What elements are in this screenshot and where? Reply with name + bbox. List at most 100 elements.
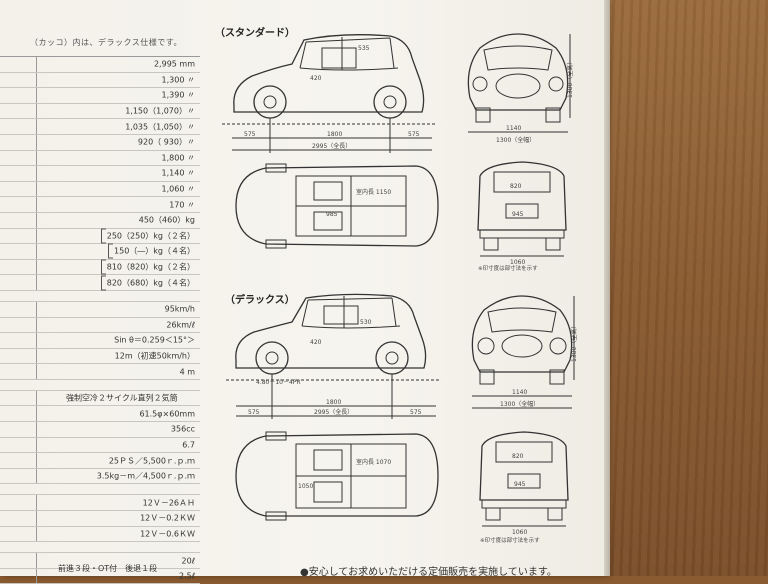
spec-row: 1,390 〃 (0, 88, 200, 104)
spec-divider (36, 119, 37, 134)
spec-divider (36, 511, 37, 526)
spec-row: 150（―）kg（４名） (0, 243, 200, 260)
transmission-text: 前進３段・OT付 後退１段 (58, 564, 158, 573)
spec-divider (36, 468, 37, 484)
standard-top-view: 室内長 1150 985 (235, 163, 439, 249)
spec-gap (0, 291, 200, 302)
spec-value: 1,390 〃 (161, 90, 195, 100)
dlx-overhang-front: 575 (248, 409, 260, 416)
spec-value: 920（ 930）〃 (137, 137, 195, 147)
spec-divider (36, 437, 37, 453)
spec-value: 1,140 〃 (161, 168, 195, 178)
spec-value: 20ℓ (181, 556, 195, 566)
spec-divider (36, 422, 37, 437)
dlx-overhang-rear: 575 (410, 409, 422, 416)
dlx-tire-dim: 4.80－10－4PR (256, 379, 301, 386)
dlx-seat-dim: 530 (360, 319, 372, 326)
std-length: 2995（全長） (312, 142, 351, 150)
spec-row: 6.7 (0, 437, 200, 454)
standard-front-view: 1140 1300（全幅） 1380（全高） (467, 33, 574, 144)
std-tread-front: 1140 (506, 125, 521, 132)
spec-row: 1,035（1,050）〃 (0, 119, 200, 135)
std-420-dim: 420 (310, 75, 322, 82)
spec-value: 810（820）kg（２名） (100, 259, 195, 275)
std-seat-dim: 535 (358, 45, 370, 52)
spec-divider (36, 228, 37, 244)
std-overhang-front: 575 (244, 131, 256, 138)
spec-divider (36, 364, 37, 379)
deluxe-top-view: 室内長 1070 1050 (235, 431, 439, 521)
spec-row: Sin θ＝0.259＜15°＞ (0, 333, 200, 349)
spec-divider (36, 301, 37, 317)
std-overhang-rear: 575 (408, 131, 420, 138)
dlx-height: 1380（全高） (570, 323, 578, 362)
std-945-dim: 945 (512, 211, 524, 218)
spec-divider (36, 88, 37, 103)
spec-row: 20ℓ (0, 553, 200, 569)
spec-divider (36, 568, 37, 584)
spec-divider (36, 212, 37, 228)
spec-value: 356cc (170, 424, 195, 434)
spec-value: 12Ｖ－0.6ＫＷ (140, 529, 195, 539)
dlx-tread-rear: 1060 (512, 529, 527, 536)
std-tread-rear: 1060 (510, 259, 525, 266)
spec-divider (36, 72, 37, 88)
spec-divider (36, 134, 37, 150)
spec-divider (36, 453, 37, 468)
spec-row: 12Ｖ－26ＡＨ (0, 495, 200, 512)
spec-value: 250（250）kg（２名） (100, 228, 195, 244)
spec-divider (36, 317, 37, 333)
spec-value: 1,035（1,050）〃 (125, 122, 195, 132)
spec-divider (36, 166, 37, 181)
spec-value: 1,150（1,070）〃 (125, 106, 195, 116)
spec-value: 4 m (179, 367, 195, 377)
std-caption: ※印寸度は部寸法を示す (478, 266, 538, 272)
spec-row: 4 m (0, 364, 200, 380)
dlx-tread-front: 1140 (512, 389, 527, 396)
spec-value: 150（―）kg（４名） (108, 243, 195, 259)
spec-value: 12Ｖ－0.2ＫＷ (140, 513, 195, 523)
spec-divider (36, 244, 37, 259)
spec-divider (36, 348, 37, 364)
std-width: 1300（全幅） (496, 136, 535, 144)
std-985-dim: 985 (326, 211, 338, 218)
dlx-interior-len: 室内長 1070 (356, 458, 391, 466)
std-height: 1380（全高） (566, 59, 574, 98)
spec-value: 170 〃 (169, 200, 195, 210)
spec-value: 強制空冷２サイクル直列２気筒 (66, 393, 178, 403)
spec-row: 820（680）kg（４名） (0, 275, 200, 291)
bottom-notice: ●安心してお求めいただける定価販売を実施しています。 (300, 567, 557, 578)
spec-row: 25ＰＳ／5,500ｒ.ｐ.ｍ (0, 453, 200, 469)
spec-row: 2,995 mm (0, 57, 200, 73)
spec-value: 95km/h (164, 304, 195, 314)
spec-value: 450（460）kg (138, 215, 195, 225)
spec-row: 1,150（1,070）〃 (0, 103, 200, 120)
dlx-width: 1300（全幅） (500, 400, 539, 408)
spec-row: 1,800 〃 (0, 150, 200, 167)
spec-row: 170 〃 (0, 197, 200, 213)
spec-value: 3.5kg－m／4,500ｒ.ｐ.ｍ (96, 471, 195, 481)
spec-row: 250（250）kg（２名） (0, 228, 200, 245)
spec-gap (0, 380, 200, 391)
standard-side-view: 1800 2995（全長） 575 575 535 420 (222, 34, 437, 153)
spec-row: 95km/h (0, 301, 200, 318)
spec-row: 1,300 〃 (0, 72, 200, 89)
spec-row: 450（460）kg (0, 212, 200, 229)
std-820-dim: 820 (510, 183, 522, 190)
spec-row: 26km/ℓ (0, 317, 200, 334)
section-standard-title: （スタンダード） (215, 28, 295, 39)
spec-divider (36, 495, 37, 511)
spec-row: 810（820）kg（２名） (0, 259, 200, 276)
spec-row: 12Ｖ－0.6ＫＷ (0, 526, 200, 543)
dlx-420-dim: 420 (310, 339, 322, 346)
spec-divider (36, 390, 37, 406)
spec-divider (36, 57, 37, 72)
dlx-1050-dim: 1050 (298, 483, 313, 490)
spec-value: 6.7 (182, 440, 195, 450)
spec-gap (0, 542, 200, 554)
spec-value: 12Ｖ－26ＡＨ (142, 498, 195, 508)
deluxe-side-view: 1800 2995（全長） 575 575 530 420 4.80－10－4P… (226, 293, 441, 419)
spec-divider (36, 406, 37, 422)
dlx-caption: ※印寸度は部寸法を示す (480, 538, 540, 544)
